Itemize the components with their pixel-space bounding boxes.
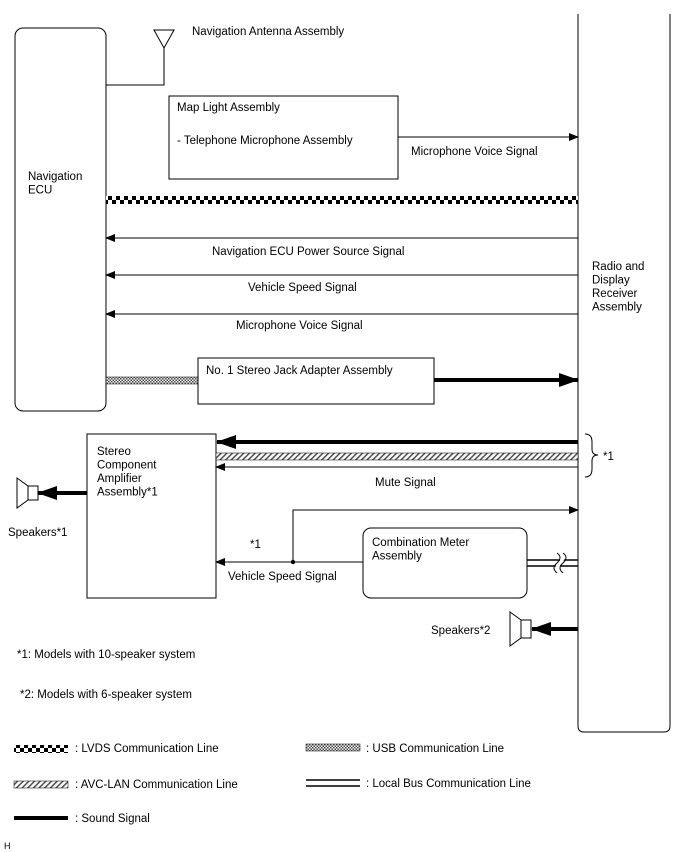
legend-lvds-swatch bbox=[14, 745, 68, 753]
speakers-1-label: Speakers*1 bbox=[8, 527, 67, 539]
navigation-antenna-label: Navigation Antenna Assembly bbox=[192, 26, 344, 38]
avc-line bbox=[215, 452, 579, 461]
legend-avc: : AVC-LAN Communication Line bbox=[75, 779, 238, 791]
legend-avc-swatch bbox=[13, 780, 69, 789]
legend-lvds: : LVDS Communication Line bbox=[75, 743, 219, 755]
mic-voice-label: Microphone Voice Signal bbox=[236, 320, 363, 332]
note-1: *1: Models with 10-speaker system bbox=[17, 649, 195, 661]
navigation-antenna: Navigation Antenna Assembly bbox=[106, 26, 344, 86]
speakers-2-label: Speakers*2 bbox=[431, 625, 490, 637]
mic-voice-top-label: Microphone Voice Signal bbox=[411, 146, 538, 158]
brace-icon bbox=[584, 433, 599, 478]
usb-line bbox=[105, 376, 199, 385]
map-light-title: Map Light Assembly bbox=[177, 102, 280, 114]
map-light-sub: - Telephone Microphone Assembly bbox=[177, 135, 353, 147]
speaker-1-icon bbox=[16, 477, 39, 509]
nav-power-label: Navigation ECU Power Source Signal bbox=[212, 246, 404, 258]
vehicle-speed-radio-line bbox=[292, 506, 579, 562]
mute-label: Mute Signal bbox=[375, 477, 436, 489]
star1-bracket-label: *1 bbox=[603, 451, 614, 463]
star1-amp-label: *1 bbox=[250, 539, 261, 551]
lvds-line bbox=[106, 196, 578, 204]
stereo-jack-adapter: No. 1 Stereo Jack Adapter Assembly bbox=[197, 357, 435, 405]
local-bus-line bbox=[527, 551, 578, 575]
antenna-icon bbox=[106, 29, 175, 86]
map-light-assembly: Map Light Assembly - Telephone Microphon… bbox=[168, 95, 399, 180]
legend-usb: : USB Communication Line bbox=[366, 743, 504, 755]
stereo-jack-label: No. 1 Stereo Jack Adapter Assembly bbox=[206, 365, 393, 377]
legend-local-bus-swatch bbox=[306, 779, 360, 787]
vehicle-speed-amp-label: Vehicle Speed Signal bbox=[228, 571, 337, 583]
legend-local-bus: : Local Bus Communication Line bbox=[366, 778, 531, 790]
note-2: *2: Models with 6-speaker system bbox=[20, 689, 192, 701]
footer-code: H bbox=[4, 841, 11, 851]
legend-usb-swatch bbox=[305, 743, 361, 752]
vehicle-speed-label: Vehicle Speed Signal bbox=[248, 282, 357, 294]
legend-sound: : Sound Signal bbox=[75, 813, 150, 825]
speaker-2-icon bbox=[509, 611, 532, 647]
